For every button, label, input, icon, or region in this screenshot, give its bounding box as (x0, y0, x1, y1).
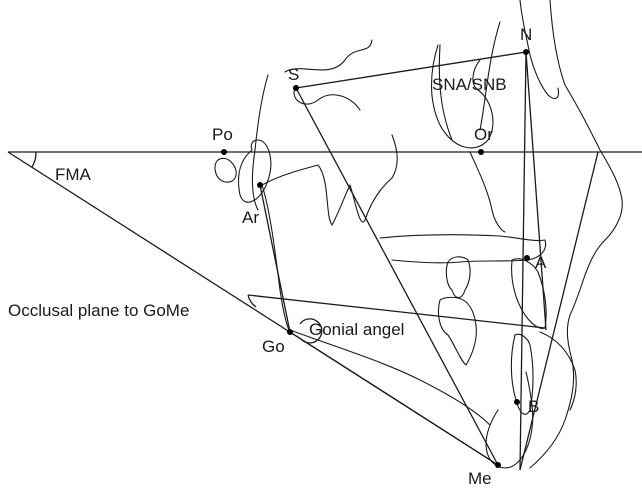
point-po (221, 149, 227, 155)
orbit-outline (430, 44, 494, 149)
angle-arcs (31, 151, 323, 344)
point-ar (257, 182, 263, 188)
anatomical-tracing (214, 0, 623, 469)
label-n: N (520, 25, 532, 44)
soft-tissue-profile (529, 0, 623, 469)
label-fma: FMA (55, 165, 92, 184)
fma-arc (31, 151, 37, 168)
occlusal-arc (247, 294, 257, 308)
pterygoid-outline (438, 21, 501, 141)
point-go (287, 329, 293, 335)
point-n (523, 49, 529, 55)
label-gonial: Gonial angel (309, 320, 404, 339)
upper-molar (445, 256, 471, 299)
label-or: Or (474, 125, 493, 144)
cranial-base-outline (251, 39, 373, 211)
facial-line (519, 151, 599, 471)
ramus-outline (261, 184, 291, 333)
label-b: B (528, 397, 539, 416)
lower-molar (437, 296, 477, 366)
gonial-arc (299, 318, 323, 344)
label-s: S (288, 65, 299, 84)
zygoma-outline (261, 134, 398, 226)
nasion-b-line (525, 51, 547, 331)
sella-menton-line (295, 87, 499, 466)
ramus-line (259, 184, 291, 333)
labels: N S SNA/SNB Po Or FMA Ar A Occlusal plan… (8, 25, 547, 488)
lower-incisor (510, 333, 534, 415)
reference-lines (7, 51, 642, 471)
ear-rod-outline (214, 157, 237, 183)
sella-nasion-line (295, 51, 527, 89)
occlusal-plane (247, 294, 546, 329)
point-a (524, 255, 530, 261)
mandible-body (289, 329, 491, 426)
label-po: Po (212, 125, 233, 144)
symphysis-outline (485, 371, 534, 469)
gonion-menton-line (289, 331, 499, 466)
point-me (495, 462, 501, 468)
palate-outline (379, 234, 547, 264)
point-b (514, 399, 520, 405)
orbit-floor-outline (469, 151, 506, 233)
label-me: Me (468, 469, 492, 488)
point-s (293, 85, 299, 91)
label-go: Go (262, 337, 285, 356)
label-ar: Ar (242, 208, 259, 227)
temporal-outline (237, 139, 272, 203)
forehead-outline (519, 0, 560, 100)
label-sna-snb: SNA/SNB (432, 75, 507, 94)
landmark-points (221, 49, 530, 468)
label-a: A (535, 253, 547, 272)
label-occlusal: Occlusal plane to GoMe (8, 301, 189, 320)
nasion-point-line (519, 51, 527, 471)
point-or (478, 149, 484, 155)
